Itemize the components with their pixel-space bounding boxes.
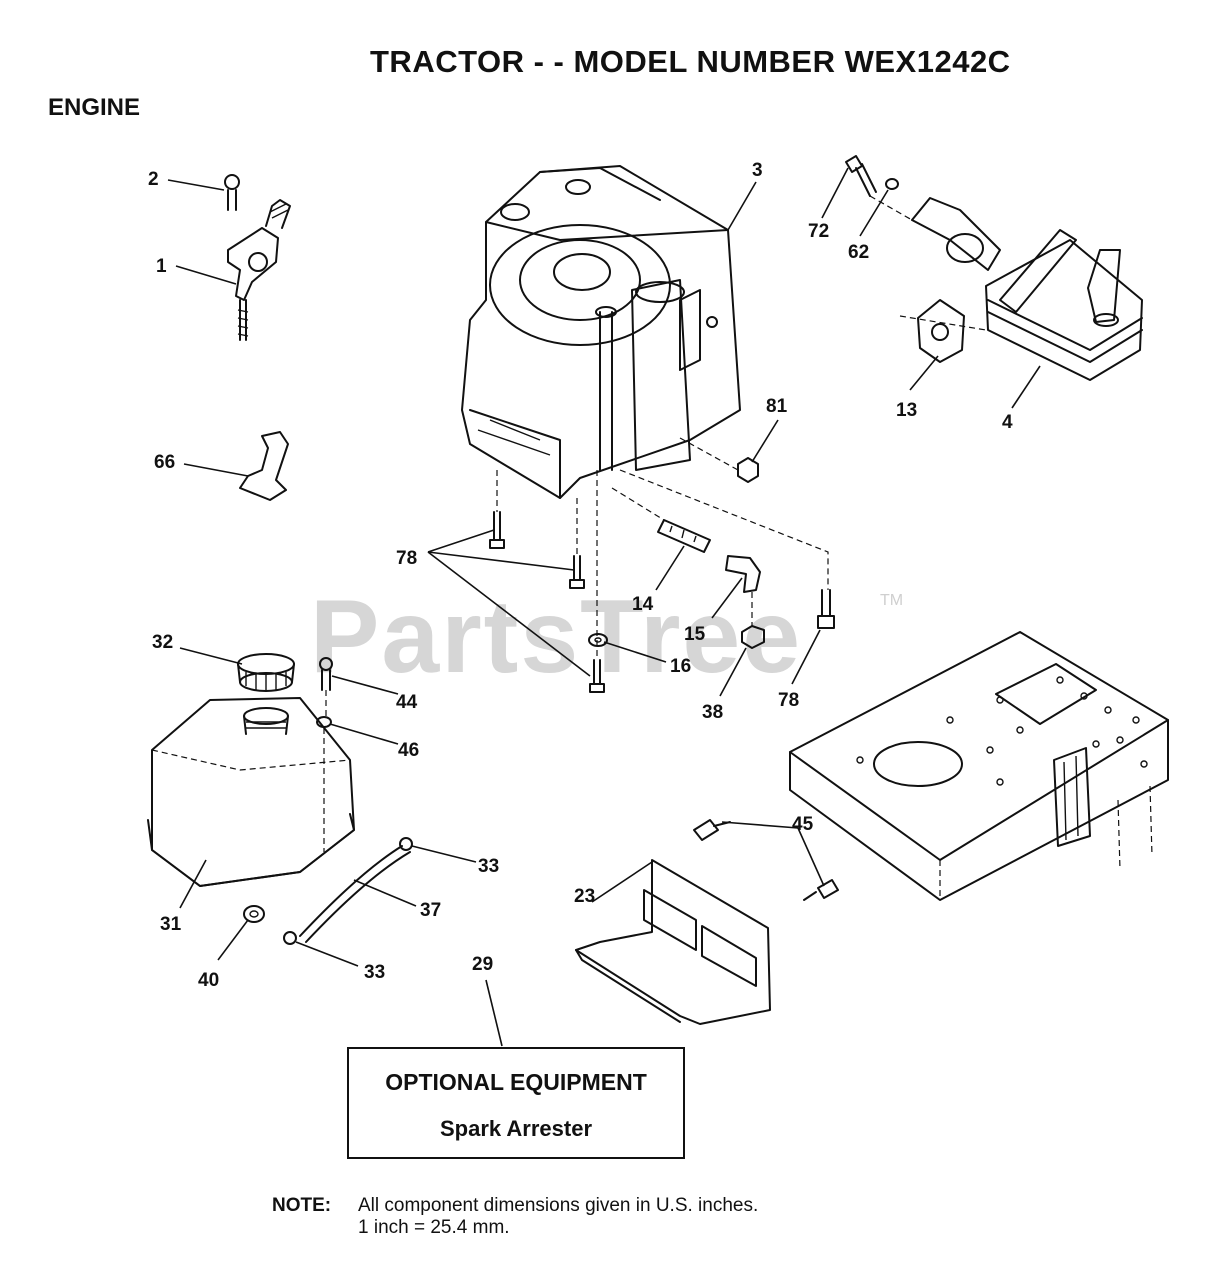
- callout-45: 45: [792, 814, 814, 835]
- note-line-1: All component dimensions given in U.S. i…: [358, 1195, 759, 1216]
- callout-38: 38: [702, 702, 723, 723]
- callout-3: 3: [752, 160, 763, 181]
- callout-15: 15: [684, 624, 706, 645]
- callout-40: 40: [198, 970, 219, 991]
- callout-13: 13: [896, 400, 917, 421]
- section-heading: ENGINE: [48, 94, 141, 121]
- note-line-2: 1 inch = 25.4 mm.: [358, 1217, 510, 1238]
- callout-29: 29: [472, 954, 493, 975]
- part-15-elbow: [725, 555, 761, 593]
- part-78-bolts: [489, 511, 835, 693]
- part-23-heat-shield: [575, 859, 771, 1025]
- part-33-clamp-lower: [283, 931, 297, 945]
- dimensions-note: NOTE: All component dimensions given in U…: [272, 1195, 758, 1239]
- callout-23: 23: [574, 886, 595, 907]
- part-38-nut: [741, 625, 765, 649]
- watermark-trademark: TM: [880, 592, 904, 609]
- callout-78-left: 78: [396, 548, 417, 569]
- callout-4: 4: [1002, 412, 1013, 433]
- part-33-clamp-upper: [399, 837, 413, 851]
- callout-81: 81: [766, 396, 788, 417]
- callout-31: 31: [160, 914, 182, 935]
- part-31-fuel-tank: [147, 697, 355, 887]
- part-3-engine: [461, 165, 741, 499]
- note-label: NOTE:: [272, 1195, 332, 1216]
- callout-2: 2: [148, 169, 159, 190]
- part-2-screw: [224, 174, 240, 211]
- part-81-nut: [737, 457, 759, 483]
- callout-33-lower: 33: [364, 962, 385, 983]
- part-44-screw: [319, 657, 333, 691]
- part-1-throttle-control: [227, 199, 291, 341]
- callout-78-right: 78: [778, 690, 799, 711]
- leader-lines: [167, 167, 1041, 1047]
- optional-equipment-item: Spark Arrester: [439, 1116, 593, 1141]
- callout-62: 62: [848, 242, 869, 263]
- part-40-grommet: [243, 905, 265, 923]
- part-16-washer: [588, 633, 608, 647]
- page-title: TRACTOR - - MODEL NUMBER WEX1242C: [370, 44, 1011, 79]
- part-13-gasket: [917, 299, 965, 363]
- callout-72: 72: [808, 221, 829, 242]
- part-32-fuel-cap: [237, 653, 295, 692]
- part-66-clip: [239, 431, 289, 501]
- part-45-bolts: [693, 819, 839, 901]
- callout-66: 66: [154, 452, 175, 473]
- callout-16: 16: [670, 656, 691, 677]
- callout-46: 46: [398, 740, 419, 761]
- part-14-fuel-line: [657, 519, 711, 553]
- part-62-washer: [885, 178, 899, 190]
- chassis-frame: [789, 631, 1169, 901]
- watermark: PartsTree: [310, 579, 803, 695]
- part-72-bolt: [845, 155, 877, 197]
- optional-equipment-box: OPTIONAL EQUIPMENT Spark Arrester: [347, 1047, 685, 1159]
- callout-44: 44: [396, 692, 418, 713]
- callout-33-upper: 33: [478, 856, 499, 877]
- callout-1: 1: [156, 256, 167, 277]
- callout-14: 14: [632, 594, 654, 615]
- part-46-washer: [316, 716, 332, 728]
- callout-32: 32: [152, 632, 173, 653]
- callout-37: 37: [420, 900, 441, 921]
- optional-equipment-heading: OPTIONAL EQUIPMENT: [385, 1069, 647, 1095]
- part-37-fuel-hose: [299, 845, 411, 943]
- part-4-muffler: [911, 197, 1143, 381]
